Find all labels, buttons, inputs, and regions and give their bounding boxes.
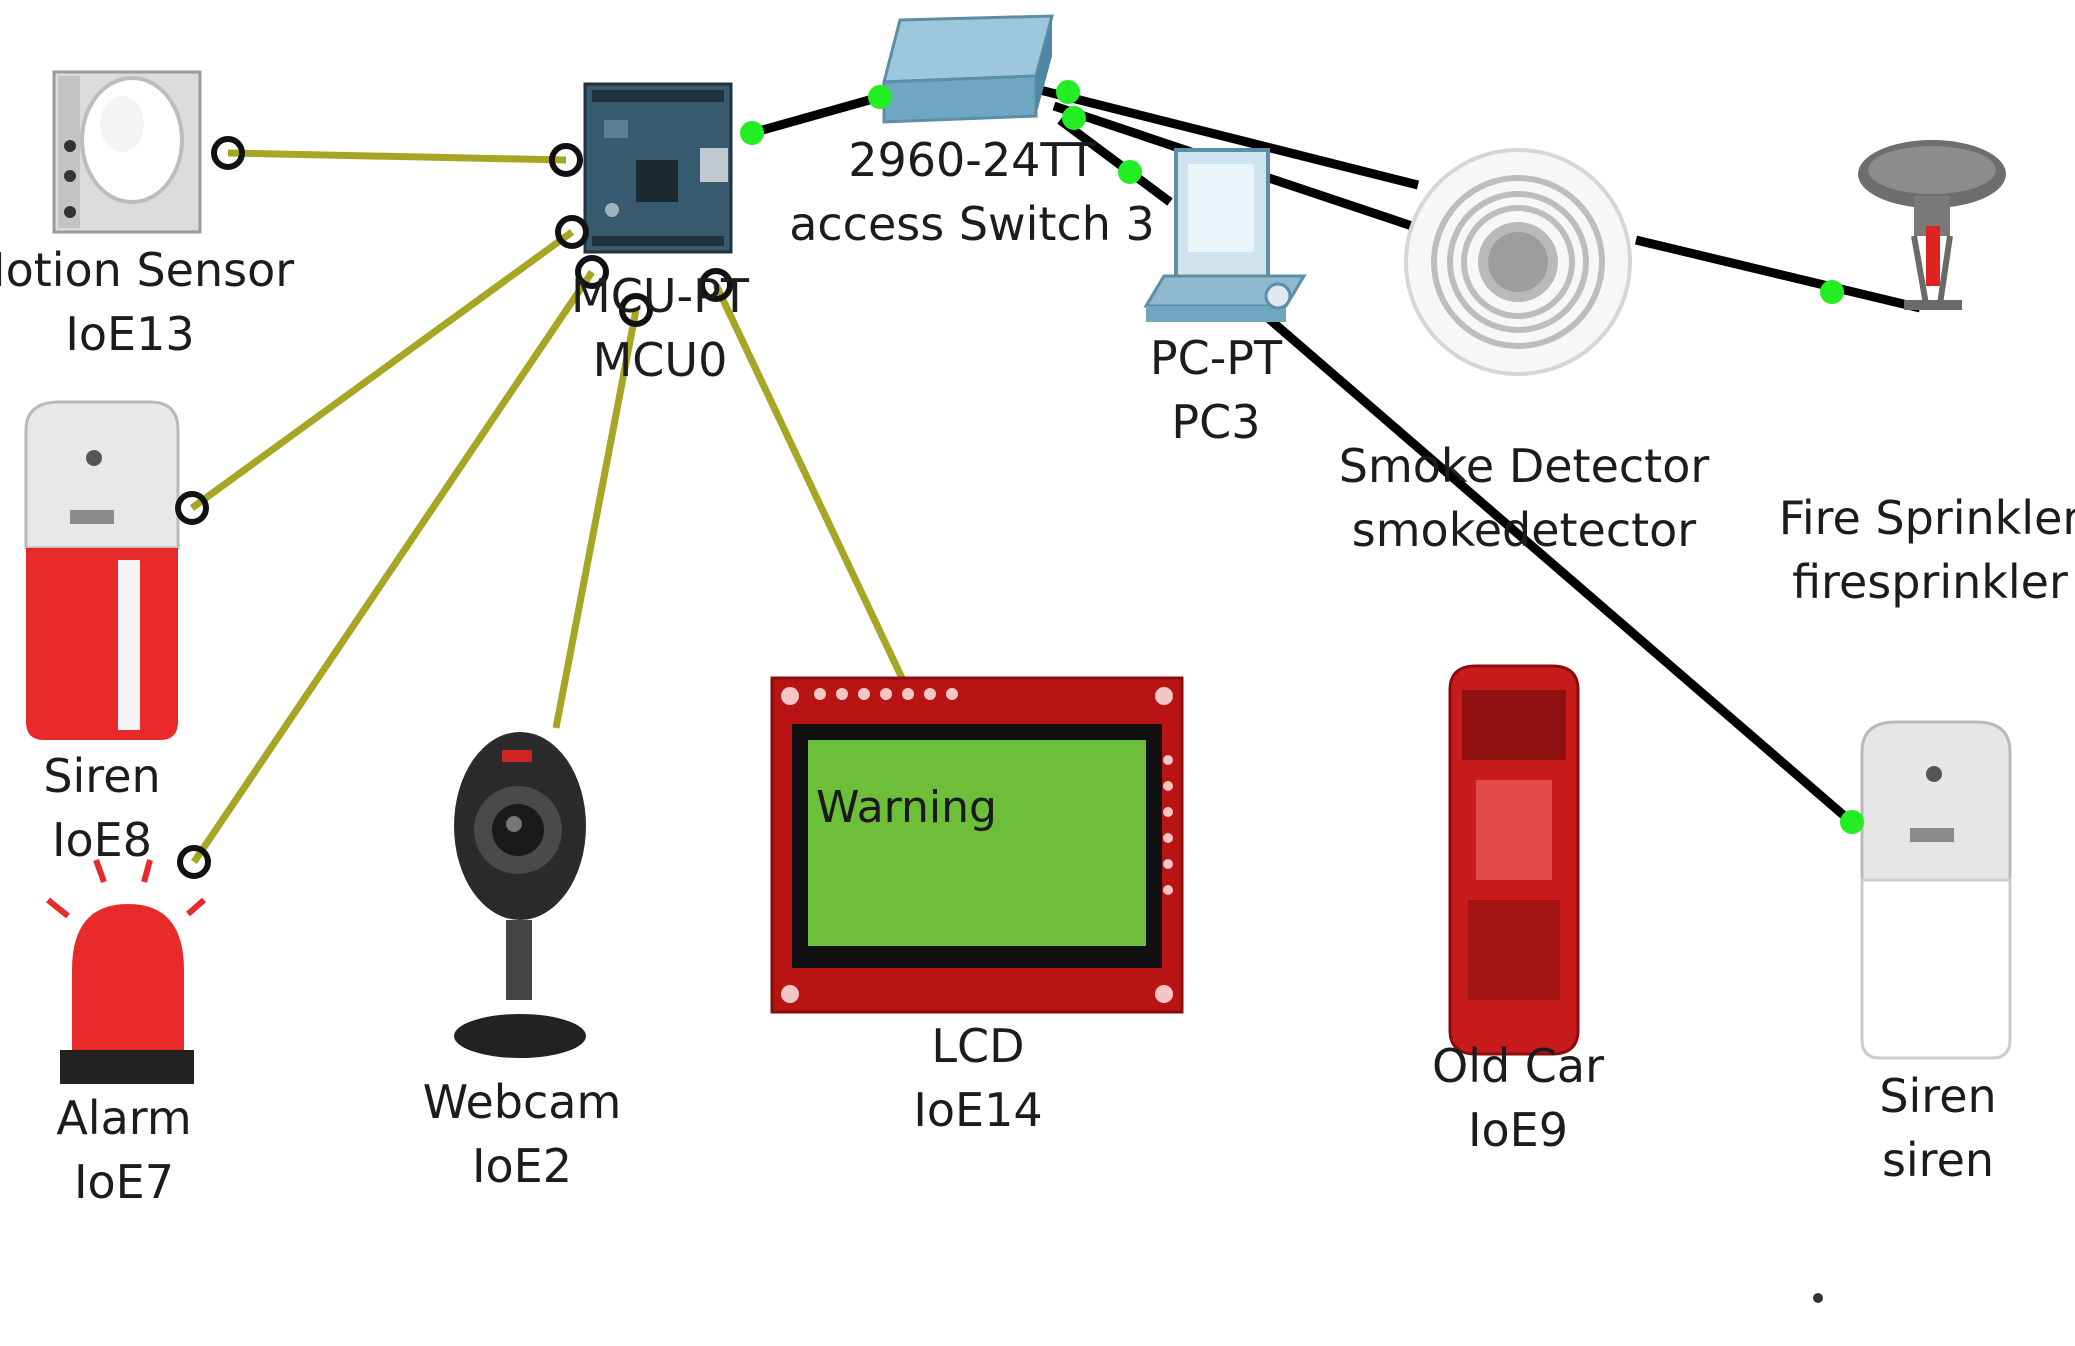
alarm-name: IoE7 bbox=[73, 1155, 175, 1209]
lcd-name: IoE14 bbox=[913, 1083, 1043, 1137]
fire-sprinkler-name: firesprinkler bbox=[1792, 555, 2068, 609]
cable-alarm-mcu[interactable] bbox=[191, 270, 595, 864]
lcd-screen-text: Warning bbox=[816, 782, 997, 833]
connector-siren-left bbox=[175, 491, 209, 525]
siren-right-name: siren bbox=[1881, 1133, 1995, 1187]
lcd-device[interactable]: Warning bbox=[770, 676, 1184, 1014]
motion-sensor-device[interactable] bbox=[52, 70, 202, 234]
fire-sprinkler-device[interactable] bbox=[1858, 140, 2006, 310]
pc-device[interactable] bbox=[1143, 148, 1307, 322]
siren-left-device[interactable] bbox=[24, 400, 180, 740]
mcu-label: MCU-PT MCU0 bbox=[571, 264, 749, 392]
siren-right-type: Siren bbox=[1879, 1069, 1997, 1123]
iot-connectors bbox=[175, 136, 733, 879]
connector-mcu-d0 bbox=[549, 143, 583, 177]
mcu-type: MCU-PT bbox=[571, 269, 749, 323]
siren-left-type: Siren bbox=[43, 749, 161, 803]
access-switch-device[interactable] bbox=[882, 14, 1054, 124]
connector-motion-sensor bbox=[211, 136, 245, 170]
siren-left-label: Siren IoE8 bbox=[43, 744, 160, 872]
cable-motion-sensor-mcu[interactable] bbox=[227, 149, 567, 164]
switch-label: 2960-24TT access Switch 3 bbox=[789, 128, 1155, 256]
connector-alarm bbox=[177, 845, 211, 879]
old-car-type: Old Car bbox=[1431, 1039, 1605, 1093]
siren-right-device[interactable] bbox=[1860, 720, 2012, 1060]
pc-type: PC-PT bbox=[1149, 331, 1283, 385]
switch-type: 2960-24TT bbox=[848, 133, 1096, 187]
link-light-switch-b bbox=[1062, 106, 1086, 130]
link-lights bbox=[740, 80, 1864, 834]
ethernet-cables bbox=[750, 85, 1922, 830]
link-light-pc bbox=[1118, 160, 1142, 184]
smoke-detector-type: Smoke Detector bbox=[1338, 439, 1710, 493]
connector-mcu-d3 bbox=[619, 293, 653, 327]
link-light-sprinkler bbox=[1820, 280, 1844, 304]
mcu-board-device[interactable] bbox=[583, 82, 733, 254]
mcu-name: MCU0 bbox=[592, 333, 728, 387]
siren-left-name: IoE8 bbox=[51, 813, 153, 867]
lcd-type: LCD bbox=[931, 1019, 1025, 1073]
link-light-switch-a bbox=[1056, 80, 1080, 104]
webcam-name: IoE2 bbox=[471, 1139, 573, 1193]
fire-sprinkler-label: Fire Sprinkler firesprinkler bbox=[1779, 486, 2075, 614]
iot-cables bbox=[189, 149, 906, 864]
cable-mcu-switch[interactable] bbox=[750, 92, 882, 138]
switch-name: access Switch 3 bbox=[789, 197, 1155, 251]
motion-sensor-label: Motion Sensor IoE13 bbox=[0, 238, 294, 366]
cable-smoke-sprinkler[interactable] bbox=[1634, 235, 1922, 313]
alarm-device[interactable] bbox=[46, 858, 206, 1084]
cable-webcam-mcu[interactable] bbox=[552, 309, 640, 729]
motion-sensor-type: Motion Sensor bbox=[0, 243, 295, 297]
connector-mcu-d2 bbox=[575, 255, 609, 289]
pc-name: PC3 bbox=[1171, 395, 1261, 449]
smoke-detector-name: smokedetector bbox=[1351, 503, 1697, 557]
webcam-device[interactable] bbox=[454, 732, 586, 1058]
link-light-switch-mcu bbox=[868, 85, 892, 109]
connector-mcu-d1 bbox=[555, 215, 589, 249]
pc-label: PC-PT PC3 bbox=[1150, 326, 1282, 454]
smoke-detector-device[interactable] bbox=[1404, 148, 1632, 376]
webcam-type: Webcam bbox=[422, 1075, 622, 1129]
alarm-type: Alarm bbox=[56, 1091, 192, 1145]
link-light-siren-right bbox=[1840, 810, 1864, 834]
cable-lcd-mcu[interactable] bbox=[712, 283, 906, 680]
fire-sprinkler-type: Fire Sprinkler bbox=[1778, 491, 2075, 545]
webcam-label: Webcam IoE2 bbox=[423, 1070, 622, 1198]
stray-dot bbox=[1813, 1293, 1823, 1303]
alarm-label: Alarm IoE7 bbox=[56, 1086, 191, 1214]
cable-pc-siren[interactable] bbox=[1265, 314, 1859, 830]
cable-switch-smoke-a[interactable] bbox=[1038, 85, 1420, 190]
cable-siren-mcu[interactable] bbox=[189, 229, 575, 511]
old-car-device[interactable] bbox=[1448, 664, 1580, 1056]
siren-right-label: Siren siren bbox=[1879, 1064, 1996, 1192]
smoke-detector-label: Smoke Detector smokedetector bbox=[1339, 434, 1710, 562]
link-light-mcu bbox=[740, 121, 764, 145]
motion-sensor-name: IoE13 bbox=[65, 307, 195, 361]
connector-mcu-d4 bbox=[699, 268, 733, 302]
cable-switch-pc[interactable] bbox=[1057, 116, 1173, 206]
lcd-label: LCD IoE14 bbox=[913, 1014, 1042, 1142]
old-car-label: Old Car IoE9 bbox=[1432, 1034, 1604, 1162]
old-car-name: IoE9 bbox=[1467, 1103, 1569, 1157]
